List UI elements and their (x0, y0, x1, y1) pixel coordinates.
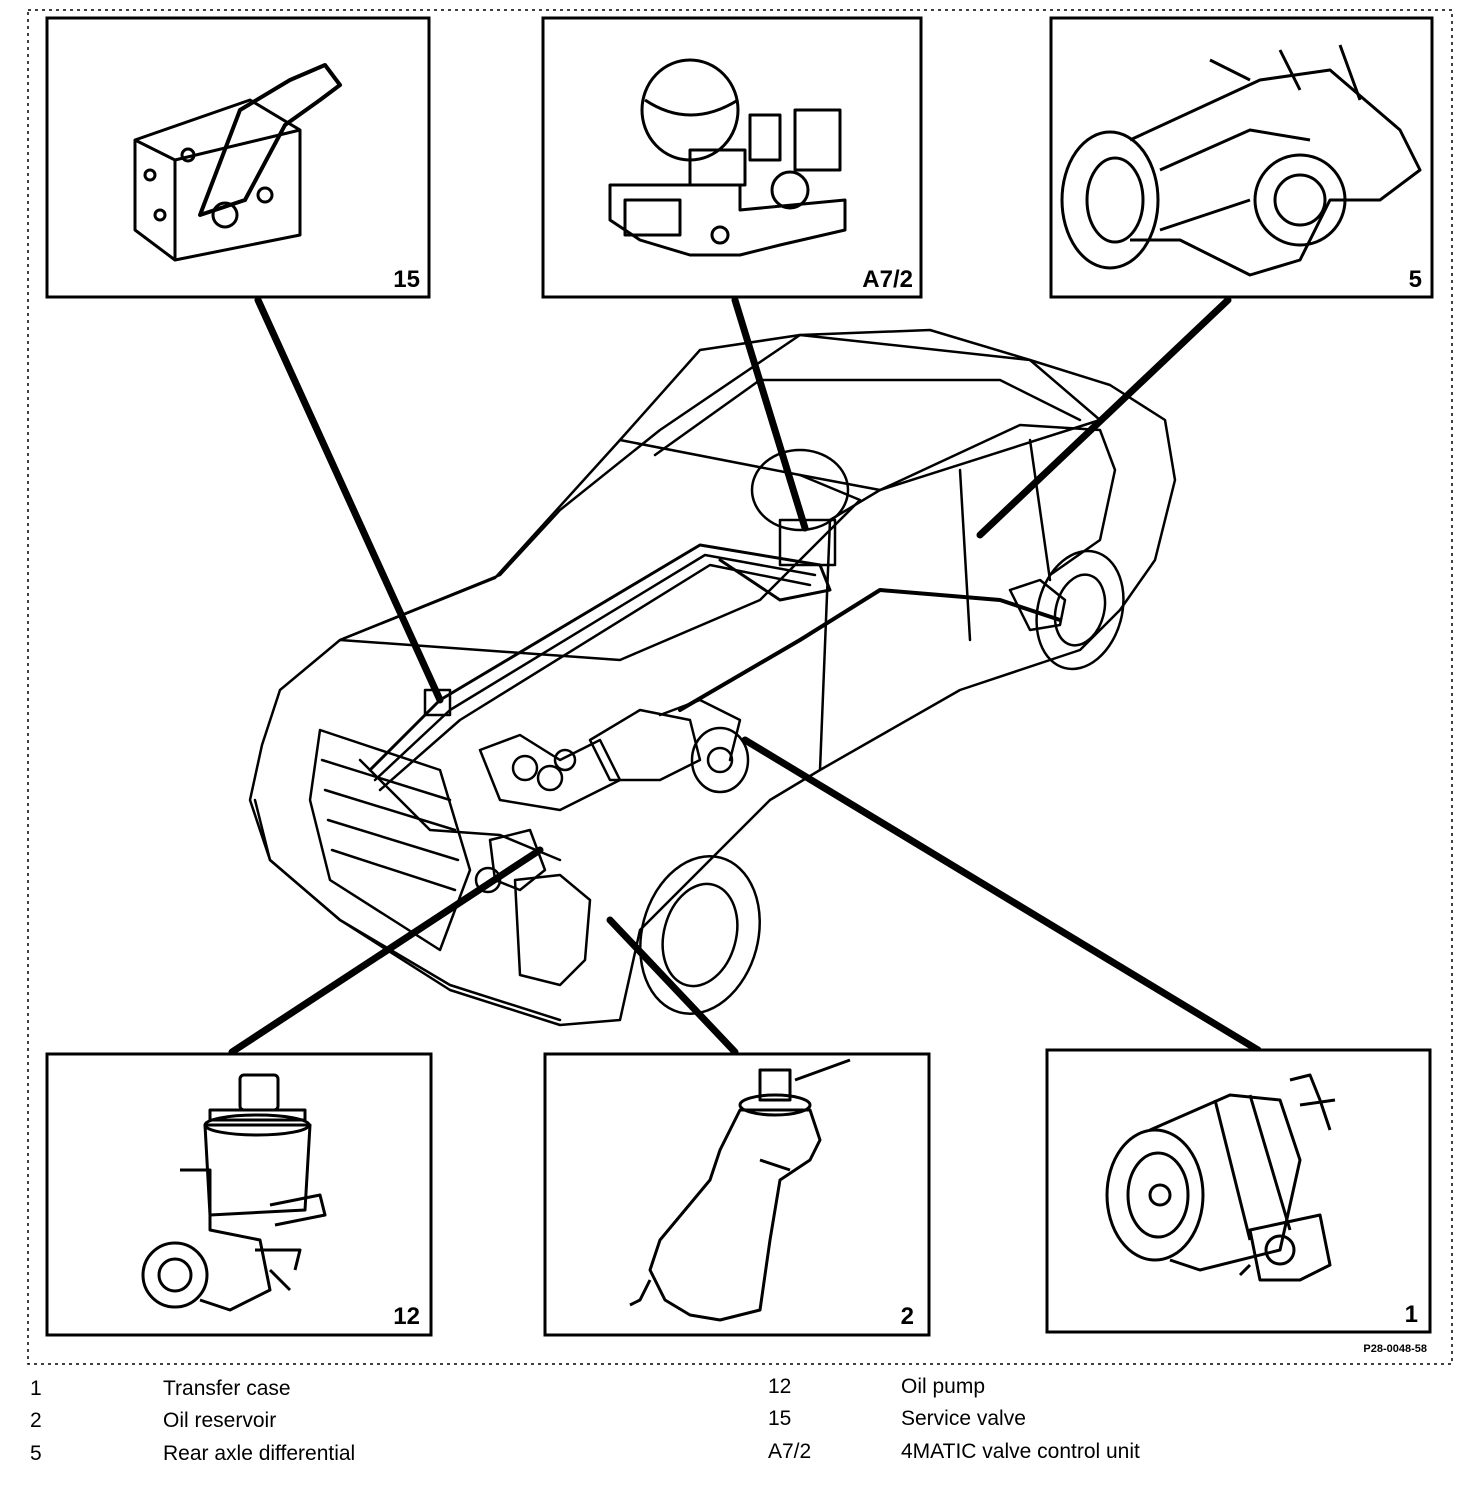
callout-12: 12 (393, 1303, 420, 1330)
leader-12 (228, 846, 544, 1056)
leader-lines (228, 296, 1262, 1056)
legend-number: 5 (30, 1442, 42, 1465)
leader-15 (254, 296, 444, 704)
inset-valve-control-unit (541, 16, 923, 299)
leader-2 (606, 916, 739, 1056)
legend-description: Transfer case (163, 1377, 291, 1400)
inset-oil-reservoir (543, 1052, 931, 1337)
legend-description: Oil pump (901, 1375, 986, 1398)
leader-5 (976, 296, 1232, 539)
inset-service-valve (45, 16, 431, 299)
callout-2: 2 (901, 1303, 914, 1330)
legend-description: Service valve (901, 1407, 1026, 1430)
legend-description: 4MATIC valve control unit (901, 1440, 1140, 1463)
leader-1 (741, 736, 1262, 1054)
callout-5: 5 (1409, 266, 1422, 293)
legend-description: Oil reservoir (163, 1409, 277, 1432)
figure-reference: P28-0048-58 (1363, 1343, 1427, 1355)
leader-a7-2 (731, 296, 809, 532)
vehicle-illustration (248, 328, 1177, 1027)
callout-a7-2: A7/2 (862, 266, 913, 293)
callout-1: 1 (1405, 1301, 1418, 1328)
legend-number: 1 (30, 1377, 42, 1400)
inset-oil-pump (45, 1052, 433, 1337)
callout-labels: 15 A7/2 5 12 2 1 (393, 266, 1422, 1330)
inset-rear-axle-differential (1049, 16, 1434, 299)
inset-transfer-case (1045, 1048, 1432, 1334)
legend-description: Rear axle differential (163, 1442, 356, 1465)
dashed-frame (27, 9, 1453, 1365)
legend-number: 12 (768, 1375, 792, 1398)
legend-number: 2 (30, 1409, 42, 1432)
legend-number: A7/2 (768, 1440, 812, 1463)
legend-number: 15 (768, 1407, 792, 1430)
callout-15: 15 (393, 266, 420, 293)
